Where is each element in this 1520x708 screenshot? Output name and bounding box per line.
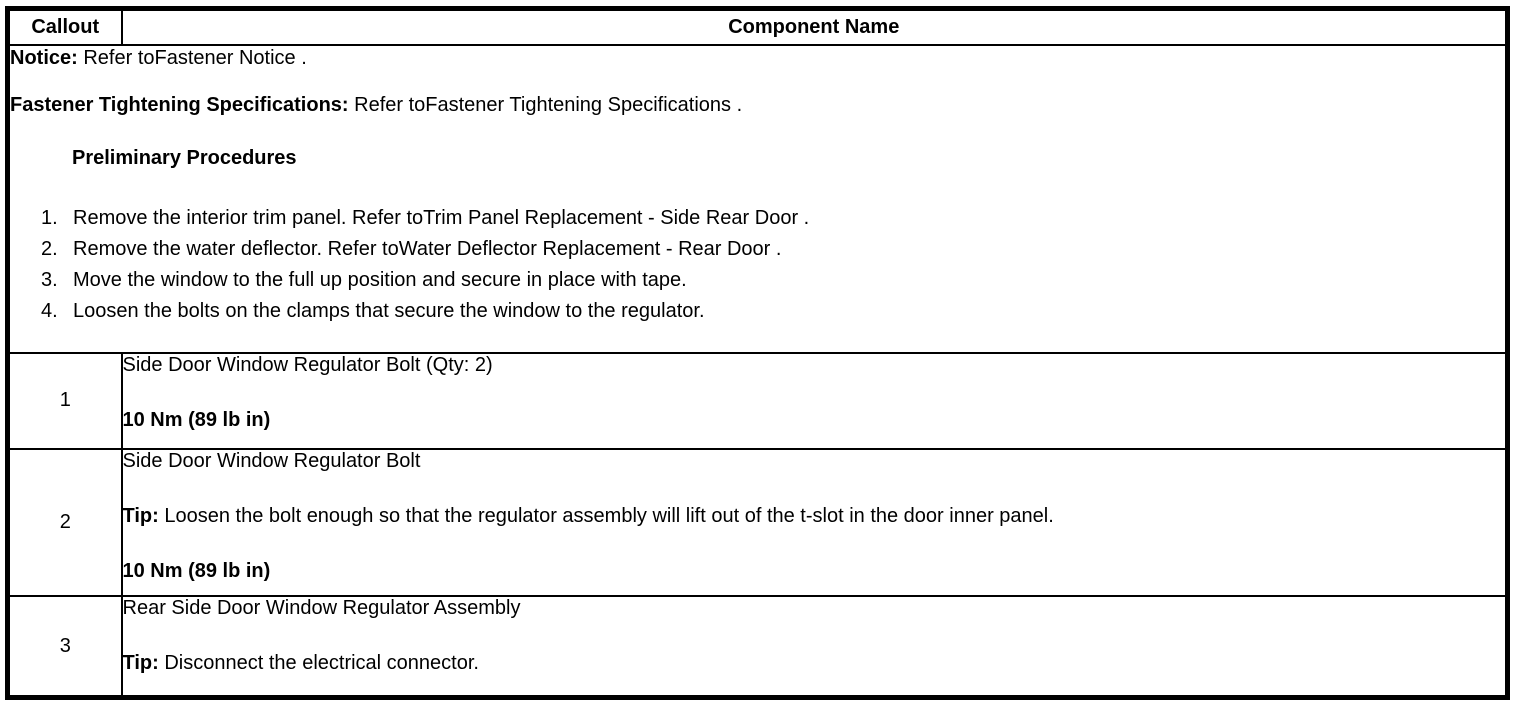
table-row: 1 Side Door Window Regulator Bolt (Qty: …: [6, 351, 1509, 450]
callout-number: 3: [6, 595, 123, 699]
component-spec-table: Callout Component Name Notice: Refer toF…: [5, 6, 1510, 700]
table-header-row: Callout Component Name: [6, 7, 1509, 46]
fastener-spec-text: Refer toFastener Tightening Specificatio…: [348, 93, 743, 116]
step-number: 3.: [41, 268, 58, 291]
list-item: 3. Move the window to the full up positi…: [10, 265, 1505, 296]
step-number: 1.: [41, 206, 58, 229]
torque-spec: 10 Nm (89 lb in): [122, 559, 271, 582]
step-number: 4.: [41, 299, 58, 322]
component-name: Side Door Window Regulator Bolt: [122, 449, 421, 472]
callout-number: 1: [6, 351, 123, 450]
step-text: Loosen the bolts on the clamps that secu…: [73, 299, 705, 322]
component-cell: Side Door Window Regulator Bolt (Qty: 2)…: [120, 351, 1509, 450]
table-row: 2 Side Door Window Regulator Bolt Tip: L…: [6, 447, 1509, 598]
table-row: 3 Rear Side Door Window Regulator Assemb…: [6, 595, 1509, 699]
notice-text: Refer toFastener Notice .: [77, 46, 307, 69]
tip-text: Loosen the bolt enough so that the regul…: [158, 504, 1054, 527]
step-number: 2.: [41, 237, 58, 260]
torque-spec: 10 Nm (89 lb in): [122, 408, 271, 431]
component-name: Side Door Window Regulator Bolt (Qty: 2): [122, 353, 493, 376]
tip-label: Tip:: [122, 652, 159, 675]
tip-paragraph: Tip: Loosen the bolt enough so that the …: [123, 505, 1506, 528]
tip-paragraph: Tip: Disconnect the electrical connector…: [123, 652, 1506, 675]
list-item: 4. Loosen the bolts on the clamps that s…: [10, 296, 1505, 327]
preliminary-steps-list: 1. Remove the interior trim panel. Refer…: [10, 203, 1505, 327]
tip-text: Disconnect the electrical connector.: [158, 652, 479, 675]
component-name: Rear Side Door Window Regulator Assembly: [122, 597, 521, 620]
list-item: 2. Remove the water deflector. Refer toW…: [10, 234, 1505, 265]
fastener-spec-label: Fastener Tightening Specifications:: [10, 93, 349, 116]
step-text: Move the window to the full up position …: [73, 268, 687, 291]
component-name-column-header: Component Name: [120, 7, 1509, 46]
step-text: Remove the water deflector. Refer toWate…: [73, 237, 782, 260]
callout-column-header: Callout: [6, 7, 123, 46]
component-cell: Rear Side Door Window Regulator Assembly…: [120, 595, 1509, 699]
list-item: 1. Remove the interior trim panel. Refer…: [10, 203, 1505, 234]
tip-label: Tip:: [122, 504, 159, 527]
notice-row: Notice: Refer toFastener Notice . Fasten…: [6, 43, 1509, 354]
component-cell: Side Door Window Regulator Bolt Tip: Loo…: [120, 447, 1509, 598]
notice-cell: Notice: Refer toFastener Notice . Fasten…: [6, 43, 1509, 354]
notice-paragraph: Notice: Refer toFastener Notice .: [10, 46, 1505, 70]
callout-number: 2: [6, 447, 123, 598]
fastener-spec-paragraph: Fastener Tightening Specifications: Refe…: [10, 93, 1505, 117]
preliminary-procedures-heading: Preliminary Procedures: [72, 146, 297, 169]
notice-label: Notice:: [10, 46, 78, 69]
step-text: Remove the interior trim panel. Refer to…: [73, 206, 810, 229]
